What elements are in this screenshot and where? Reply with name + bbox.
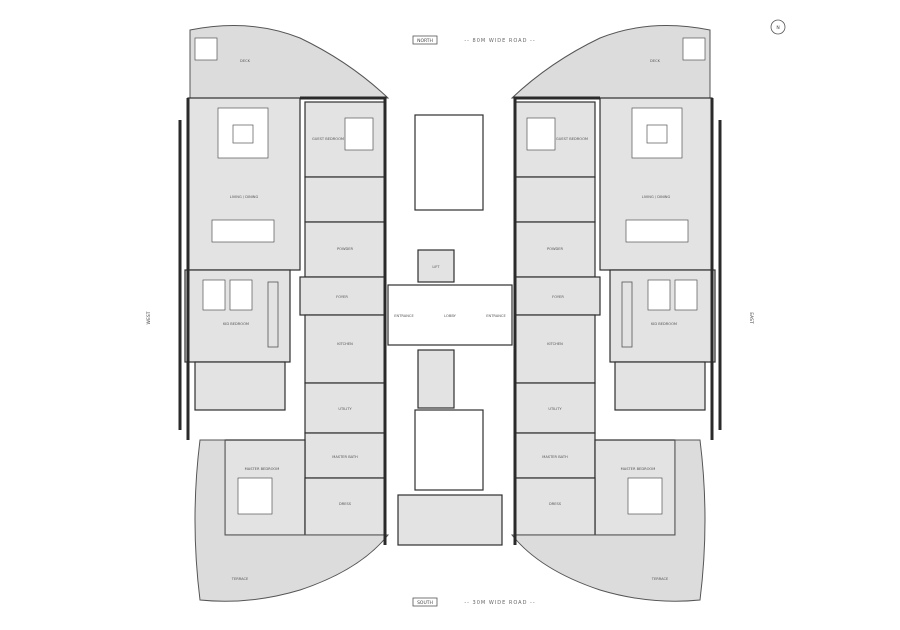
label-powder: POWDER: [547, 247, 564, 251]
label-master-bath: MASTER BATH: [332, 455, 358, 459]
label-dress: DRESS: [339, 502, 352, 506]
top-road-label: -- 80M WIDE ROAD --: [464, 38, 535, 44]
utility: [514, 382, 596, 434]
stair-south: [414, 409, 484, 491]
terrace-south: [510, 439, 706, 602]
label-kitchen: KITCHEN: [337, 342, 353, 346]
exterior-wall: [178, 96, 387, 545]
label-entrance-a: ENTRANCE: [394, 314, 414, 318]
lift-south: [417, 349, 455, 409]
label-master-bath: MASTER BATH: [542, 455, 568, 459]
coffee-table: [646, 124, 668, 144]
dress-room: [304, 477, 386, 536]
compass-icon: [770, 19, 786, 35]
deck-north: [189, 25, 390, 99]
label-deck: DECK: [650, 59, 661, 63]
kid-bed-1: [674, 279, 698, 311]
label-lobby: LOBBY: [444, 314, 456, 318]
label-deck: DECK: [240, 59, 251, 63]
utility: [304, 382, 386, 434]
wardrobe: [621, 281, 633, 348]
apartment-unit-west: DECK LIVING / DINING GUEST BEDROOM POWDE…: [178, 25, 390, 602]
label-kid-bed: KID BEDROOM: [651, 322, 677, 326]
building-core: LOBBY LIFT ENTRANCE ENTRANCE: [387, 114, 513, 546]
dress-room: [514, 477, 596, 536]
kitchen: [304, 314, 386, 384]
label-guest-bed: GUEST BEDROOM: [312, 137, 344, 141]
lift-north: [417, 249, 455, 283]
label-living: LIVING / DINING: [230, 195, 259, 199]
master-bath: [514, 432, 596, 479]
label-kid-bed: KID BEDROOM: [223, 322, 249, 326]
kid-bed-1: [202, 279, 226, 311]
kid-bed-2: [647, 279, 671, 311]
master-bed: [237, 477, 273, 515]
label-living: LIVING / DINING: [642, 195, 671, 199]
north-label: NORTH: [417, 38, 433, 44]
label-utility: UTILITY: [548, 407, 562, 411]
bottom-road-label: -- 30M WIDE ROAD --: [464, 600, 535, 606]
label-entrance-b: ENTRANCE: [486, 314, 506, 318]
label-terrace: TERRACE: [231, 577, 249, 581]
label-master-bed: MASTER BEDROOM: [245, 467, 280, 471]
stair-north: [414, 114, 484, 211]
label-utility: UTILITY: [338, 407, 352, 411]
label-foyer: FOYER: [336, 295, 348, 299]
kid-bed-2: [229, 279, 253, 311]
wardrobe: [267, 281, 279, 348]
guest-bath: [514, 176, 596, 223]
service-shaft: [397, 494, 503, 546]
master-bed: [627, 477, 663, 515]
west-label: WEST: [146, 311, 152, 324]
deck-planter: [194, 37, 218, 61]
exterior-wall: [513, 96, 722, 545]
south-tag-box: [412, 597, 438, 607]
label-lift: LIFT: [432, 265, 440, 269]
label-terrace: TERRACE: [651, 577, 669, 581]
dining-table: [625, 219, 689, 243]
compass-label: N: [776, 25, 779, 31]
label-powder: POWDER: [337, 247, 354, 251]
guest-bath: [304, 176, 386, 223]
guest-bed: [526, 117, 556, 151]
apartment-unit-east: DECK LIVING / DINING GUEST BEDROOM POWDE…: [510, 25, 722, 602]
north-tag-box: [412, 35, 438, 45]
guest-bed: [344, 117, 374, 151]
south-label: SOUTH: [417, 600, 433, 606]
dining-table: [211, 219, 275, 243]
terrace-south: [194, 439, 390, 602]
label-master-bed: MASTER BEDROOM: [621, 467, 656, 471]
powder-room: [514, 221, 596, 278]
coffee-table: [232, 124, 254, 144]
kid-bath: [614, 361, 706, 411]
label-guest-bed: GUEST BEDROOM: [556, 137, 588, 141]
deck-north: [510, 25, 711, 99]
label-dress: DRESS: [549, 502, 562, 506]
lobby: [387, 284, 513, 346]
kid-bath: [194, 361, 286, 411]
kitchen: [514, 314, 596, 384]
foyer: [514, 276, 601, 316]
deck-planter: [682, 37, 706, 61]
label-foyer: FOYER: [552, 295, 564, 299]
label-kitchen: KITCHEN: [547, 342, 563, 346]
east-label: EAST: [748, 312, 754, 324]
